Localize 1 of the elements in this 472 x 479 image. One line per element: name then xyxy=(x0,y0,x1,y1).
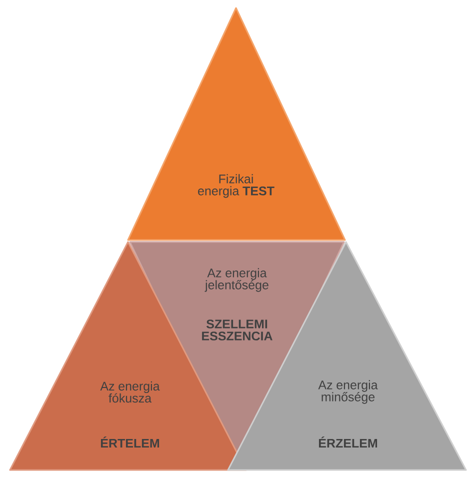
triangle: Fizikai energia TEST xyxy=(127,7,346,241)
